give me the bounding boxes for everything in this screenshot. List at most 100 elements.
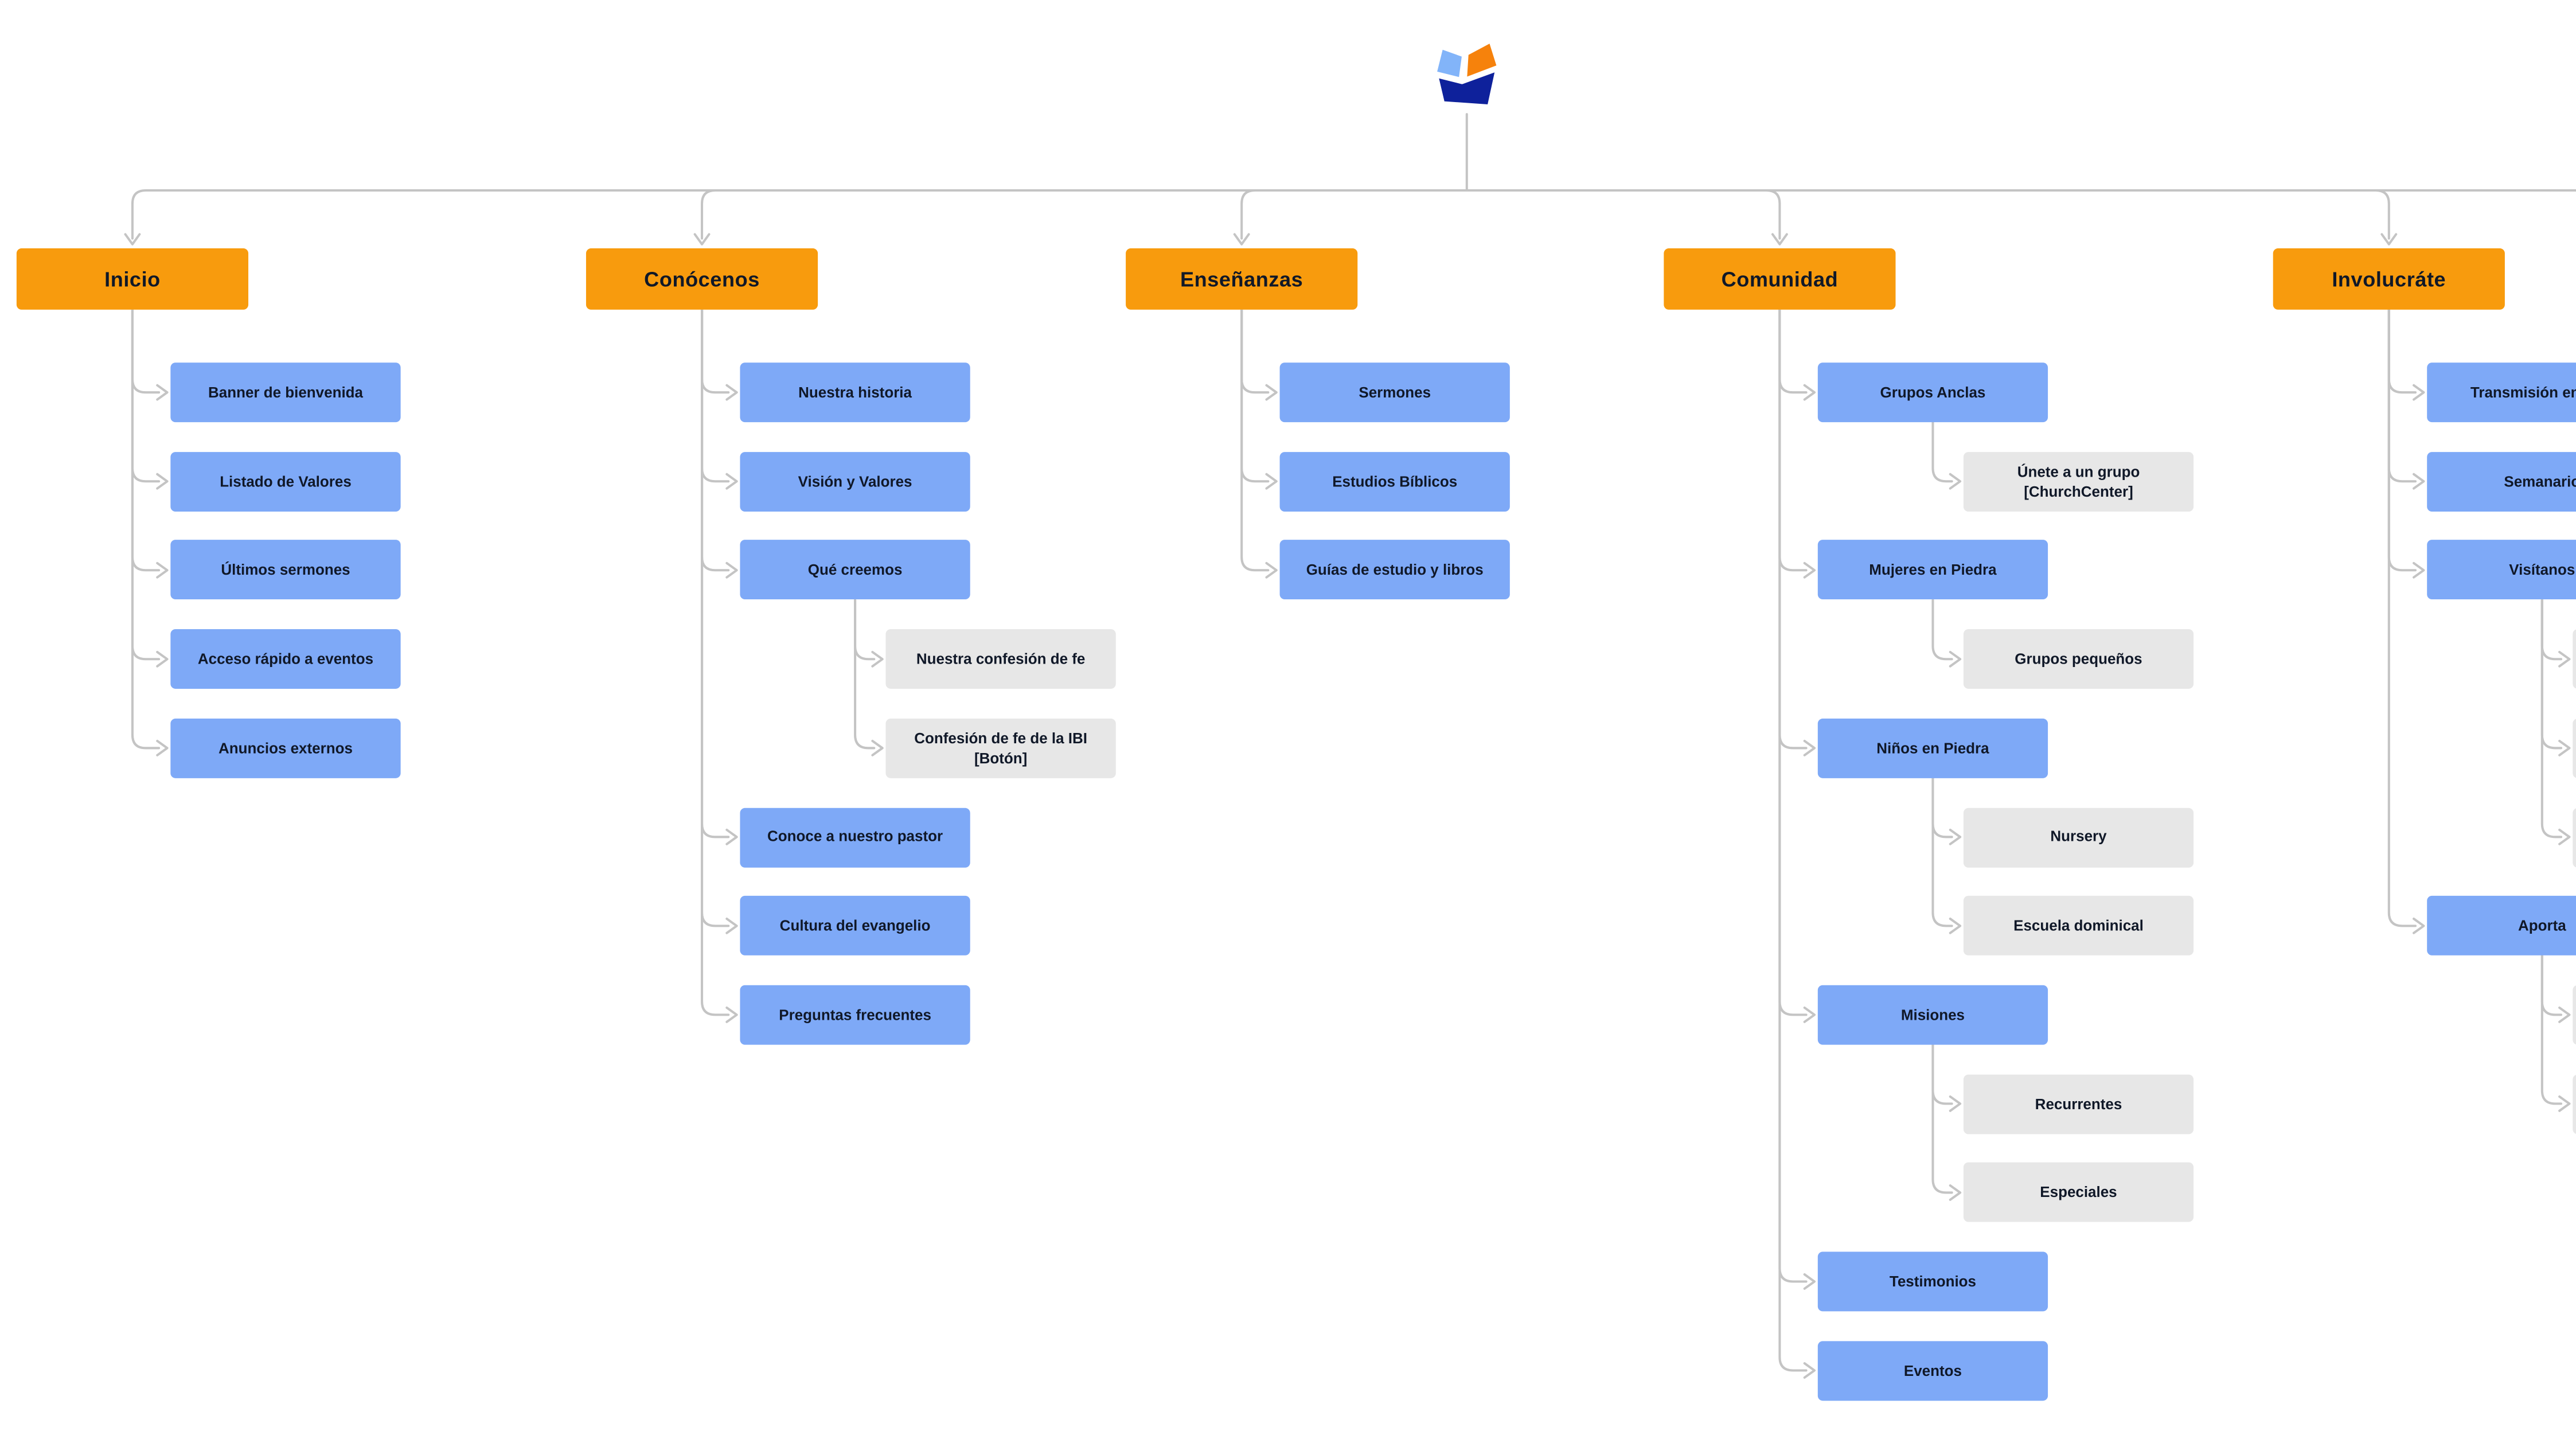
root-branch-line [1240, 189, 1468, 240]
child-node-aporta[interactable]: Aporta [2427, 896, 2576, 956]
arrowhead-icon [725, 561, 738, 579]
root-node-involucrate[interactable]: Involucráte [2273, 248, 2505, 310]
child-node-sermones[interactable]: Sermones [1279, 362, 1510, 423]
grandchild-node-escuela-dominical[interactable]: Escuela dominical [1963, 896, 2194, 956]
child-node-visitanos[interactable]: Visítanos [2427, 540, 2576, 600]
child-node-testimonios[interactable]: Testimonios [1817, 1251, 2048, 1312]
child-node-guias-de-estudio-y-libros[interactable]: Guías de estudio y libros [1279, 540, 1510, 600]
arrowhead-icon [156, 561, 169, 579]
grandchild-node-especiales[interactable]: Especiales [1963, 1163, 2194, 1223]
child-node-conoce-a-nuestro-pastor[interactable]: Conoce a nuestro pastor [740, 807, 970, 867]
grandchild-branch-line [854, 599, 876, 750]
arrowhead-icon [725, 917, 738, 934]
arrowhead-icon [1803, 739, 1816, 756]
arrowhead-icon [1803, 384, 1816, 401]
arrowhead-icon [1803, 1006, 1816, 1023]
root-branch-line [131, 189, 1468, 240]
arrowhead-icon [1949, 917, 1962, 934]
root-node-ensenanzas[interactable]: Enseñanzas [1126, 248, 1358, 310]
arrowhead-icon [2413, 561, 2425, 579]
grandchild-branch-line [1931, 777, 1953, 927]
child-node-que-creemos[interactable]: Qué creemos [740, 540, 970, 600]
arrowhead-icon [2558, 739, 2571, 756]
logo-facet-light-blue [1433, 45, 1466, 81]
root-node-comunidad[interactable]: Comunidad [1664, 248, 1896, 310]
node-label: Mujeres en Piedra [1869, 561, 1997, 579]
node-label: Nursery [2050, 828, 2107, 845]
grandchild-node-grupos-pequenos[interactable]: Grupos pequeños [1963, 629, 2194, 689]
node-label: Preguntas frecuentes [779, 1006, 931, 1023]
logo-facet-dark-blue [1435, 68, 1499, 108]
child-node-estudios-biblicos[interactable]: Estudios Bíblicos [1279, 451, 1510, 512]
grandchild-node-cutoff[interactable] [2573, 807, 2576, 867]
grandchild-branch-line [1931, 1043, 1953, 1194]
logo-facet-orange [1463, 39, 1501, 81]
arrowhead-icon [725, 828, 738, 845]
grandchild-node-cutoff[interactable] [2573, 629, 2576, 689]
grandchild-branch-line [2540, 599, 2563, 838]
arrowhead-icon [725, 1006, 738, 1023]
child-branch-line [131, 308, 161, 394]
grandchild-node-unete-a-un-grupo-churchcenter[interactable]: Únete a un grupo [ChurchCenter] [1963, 451, 2194, 512]
root-branch-line [1465, 189, 1781, 240]
node-label: Cultura del evangelio [779, 917, 931, 934]
arrowhead-icon [1803, 1273, 1816, 1290]
grandchild-branch-line [854, 599, 876, 661]
child-node-transmision-en-vivo[interactable]: Transmisión en vivo [2427, 362, 2576, 423]
child-node-misiones[interactable]: Misiones [1817, 985, 2048, 1045]
arrowhead-icon [1949, 828, 1962, 845]
child-node-listado-de-valores[interactable]: Listado de Valores [170, 451, 401, 512]
node-label: Conócenos [644, 267, 760, 291]
grandchild-node-confesion-de-fe-de-la-ibi-boton[interactable]: Confesión de fe de la IBI [Botón] [885, 718, 1116, 778]
child-branch-line [2387, 308, 2417, 927]
arrowhead-icon [2413, 917, 2425, 934]
grandchild-branch-line [2540, 954, 2563, 1016]
grandchild-node-cutoff[interactable] [2573, 718, 2576, 778]
child-branch-line [1778, 308, 1808, 394]
root-node-conocenos[interactable]: Conócenos [586, 248, 818, 310]
arrowhead-icon [1949, 650, 1962, 668]
child-branch-line [1240, 308, 1270, 483]
child-node-ninos-en-piedra[interactable]: Niños en Piedra [1817, 718, 2048, 778]
child-node-nuestra-historia[interactable]: Nuestra historia [740, 362, 970, 423]
child-node-acceso-rapido-a-eventos[interactable]: Acceso rápido a eventos [170, 629, 401, 689]
node-label: Especiales [2040, 1184, 2117, 1201]
arrowhead-icon [124, 233, 141, 245]
node-label: Sermones [1359, 384, 1431, 401]
child-node-grupos-anclas[interactable]: Grupos Anclas [1817, 362, 2048, 423]
child-node-eventos[interactable]: Eventos [1817, 1340, 2048, 1401]
grandchild-node-recurrentes[interactable]: Recurrentes [1963, 1074, 2194, 1134]
grandchild-node-nuestra-confesion-de-fe[interactable]: Nuestra confesión de fe [885, 629, 1116, 689]
grandchild-node-cutoff[interactable] [2573, 985, 2576, 1045]
arrowhead-icon [156, 739, 169, 756]
grandchild-node-cutoff[interactable] [2573, 1074, 2576, 1134]
child-branch-line [1778, 308, 1808, 750]
arrowhead-icon [1265, 384, 1278, 401]
child-branch-line [2387, 308, 2417, 394]
child-node-banner-de-bienvenida[interactable]: Banner de bienvenida [170, 362, 401, 423]
child-node-mujeres-en-piedra[interactable]: Mujeres en Piedra [1817, 540, 2048, 600]
node-label: Involucráte [2332, 267, 2446, 291]
node-label: Nuestra confesión de fe [916, 650, 1086, 668]
child-node-ultimos-sermones[interactable]: Últimos sermones [170, 540, 401, 600]
arrowhead-icon [1803, 561, 1816, 579]
arrowhead-icon [2413, 473, 2425, 490]
arrowhead-icon [2558, 1006, 2571, 1023]
child-node-anuncios-externos[interactable]: Anuncios externos [170, 718, 401, 778]
child-node-cultura-del-evangelio[interactable]: Cultura del evangelio [740, 896, 970, 956]
node-label: Confesión de fe de la IBI [Botón] [914, 730, 1087, 767]
child-branch-line [131, 308, 161, 661]
arrowhead-icon [1771, 233, 1788, 245]
root-node-inicio[interactable]: Inicio [16, 248, 249, 310]
child-node-semanario[interactable]: Semanario [2427, 451, 2576, 512]
arrowhead-icon [156, 384, 169, 401]
grandchild-node-nursery[interactable]: Nursery [1963, 807, 2194, 867]
child-node-vision-y-valores[interactable]: Visión y Valores [740, 451, 970, 512]
arrowhead-icon [693, 233, 711, 245]
node-label: Grupos Anclas [1880, 384, 1986, 401]
node-label: Conoce a nuestro pastor [767, 828, 943, 845]
child-node-preguntas-frecuentes[interactable]: Preguntas frecuentes [740, 985, 970, 1045]
